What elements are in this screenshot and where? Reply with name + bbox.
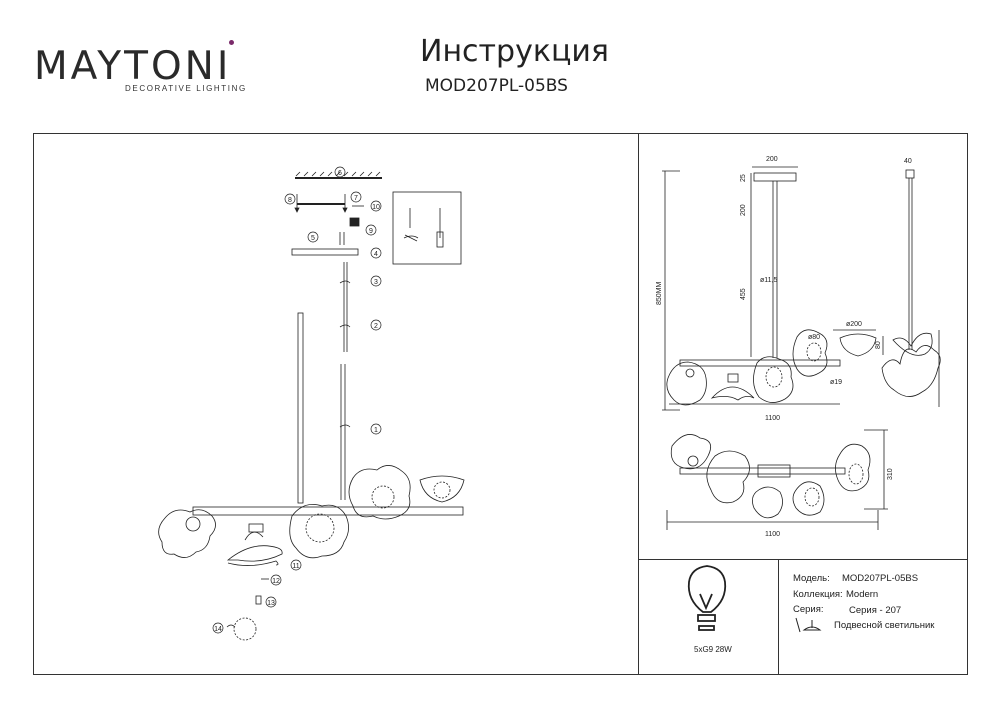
spec-collection-label: Коллекция: — [793, 589, 843, 600]
svg-text:1100: 1100 — [765, 531, 780, 538]
svg-text:5: 5 — [311, 235, 315, 242]
svg-text:5xG9 28W: 5xG9 28W — [694, 645, 732, 654]
spec-collection-value: Modern — [846, 589, 879, 600]
svg-text:ø80: ø80 — [808, 334, 820, 341]
svg-text:2: 2 — [374, 323, 378, 330]
dimension-labels: 200 25 200 ø11,5 455 850MM ø80 ø200 80 ø… — [656, 156, 912, 654]
page-title: Инструкция — [420, 34, 609, 69]
instruction-frame — [33, 133, 968, 675]
pendant-type-icon — [795, 617, 822, 633]
callout-numbers — [212, 166, 382, 634]
model-code: MOD207PL-05BS — [425, 76, 568, 96]
svg-text:9: 9 — [369, 228, 373, 235]
svg-text:3: 3 — [374, 279, 378, 286]
svg-text:7: 7 — [354, 195, 358, 202]
svg-text:8: 8 — [288, 197, 292, 204]
spec-series-label: Серия: — [793, 604, 824, 615]
svg-text:25: 25 — [740, 174, 747, 182]
svg-text:1: 1 — [374, 427, 378, 434]
svg-text:200: 200 — [740, 204, 747, 216]
svg-text:200: 200 — [766, 156, 778, 163]
svg-text:11: 11 — [292, 563, 299, 570]
svg-text:14: 14 — [214, 626, 222, 633]
svg-text:4: 4 — [374, 251, 378, 258]
top-view — [666, 429, 888, 530]
svg-text:80: 80 — [875, 341, 882, 349]
brand-tagline: DECORATIVE LIGHTING — [125, 84, 247, 93]
spec-model-label: Модель: — [793, 573, 830, 584]
divider-horizontal — [638, 559, 968, 560]
spec-type-value: Подвесной светильник — [834, 620, 935, 631]
spec-series-value: Серия - 207 — [849, 605, 902, 616]
svg-text:12: 12 — [272, 578, 280, 585]
assembly-diagram — [158, 171, 465, 641]
svg-text:13: 13 — [267, 600, 275, 607]
callout-labels: 1 2 3 4 5 6 7 8 9 10 11 12 13 14 — [214, 170, 380, 633]
svg-text:ø200: ø200 — [846, 321, 862, 328]
brand-logo: MAYTONI — [34, 44, 232, 89]
svg-text:40: 40 — [904, 158, 912, 165]
divider-spec — [778, 559, 779, 675]
svg-text:310: 310 — [887, 468, 894, 480]
svg-text:6: 6 — [338, 170, 342, 177]
brand-accent-dot — [229, 40, 234, 45]
svg-text:455: 455 — [740, 288, 747, 300]
svg-text:1100: 1100 — [765, 415, 780, 422]
svg-text:10: 10 — [372, 204, 380, 211]
svg-text:850MM: 850MM — [656, 281, 663, 305]
side-view — [662, 166, 941, 411]
bulb-icon — [687, 565, 727, 631]
svg-text:ø19: ø19 — [830, 379, 842, 386]
svg-text:ø11,5: ø11,5 — [760, 277, 777, 284]
spec-model-value: MOD207PL-05BS — [842, 573, 919, 584]
divider-vertical — [638, 133, 639, 675]
